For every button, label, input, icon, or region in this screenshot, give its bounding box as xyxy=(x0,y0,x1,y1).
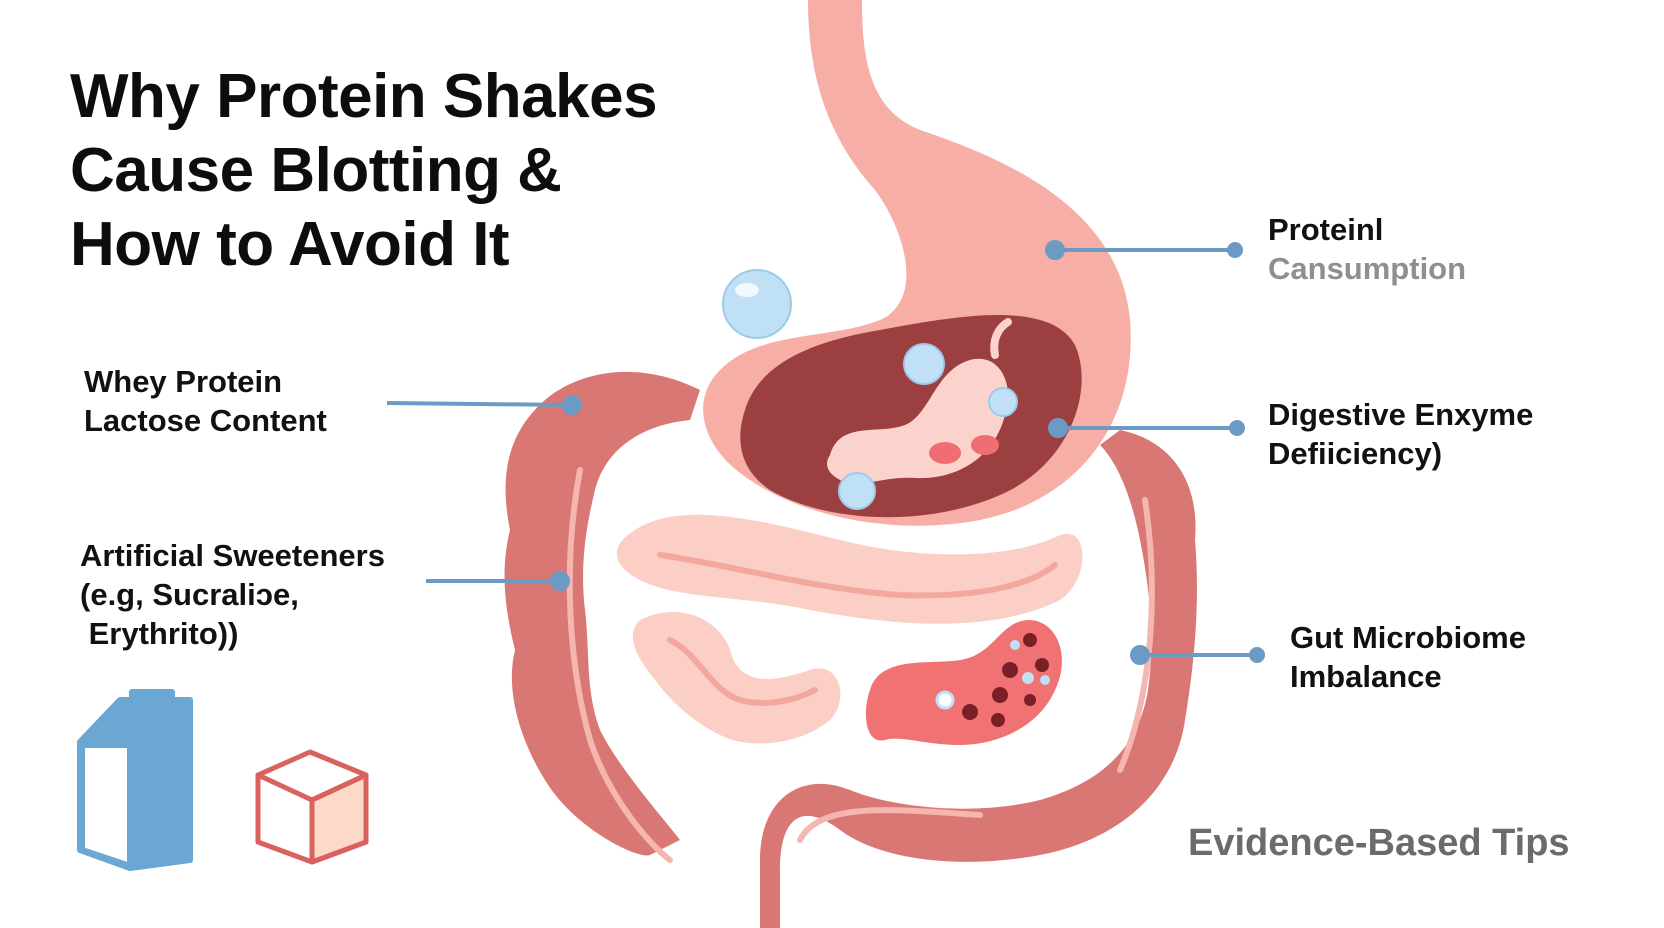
label-enzyme-deficiency: Digestive Enxyme Defiiciency) xyxy=(1268,397,1534,471)
title-line-3: How to Avoid It xyxy=(70,210,510,279)
page-title: Why Protein Shakes Cause Blotting & How … xyxy=(70,60,710,282)
large-intestine xyxy=(504,371,1197,928)
label-whey-lactose: Whey Protein Lactose Content xyxy=(84,364,327,438)
food-mass xyxy=(827,358,1009,484)
bacteria-icon xyxy=(865,620,1062,745)
title-line-1: Why Protein Shakes xyxy=(70,62,658,131)
small-intestine xyxy=(616,514,1083,744)
leader-lines xyxy=(386,240,1265,665)
bubble-icon xyxy=(722,269,1018,510)
milk-carton-icon xyxy=(77,689,193,871)
title-line-2: Cause Blotting & xyxy=(70,136,562,205)
sugar-cube-icon xyxy=(255,749,369,865)
label-gut-microbiome: Gut Microbiome Imbalance xyxy=(1290,620,1526,694)
label-protein-consumption: Proteinl Cansumption xyxy=(1268,212,1467,286)
evidence-based-tips: Evidence-Based Tips xyxy=(1188,822,1570,864)
label-artificial-sweeteners: Artificial Sweeteners (e.g, Sucraliↄe, E… xyxy=(80,538,385,651)
stomach xyxy=(703,0,1131,526)
